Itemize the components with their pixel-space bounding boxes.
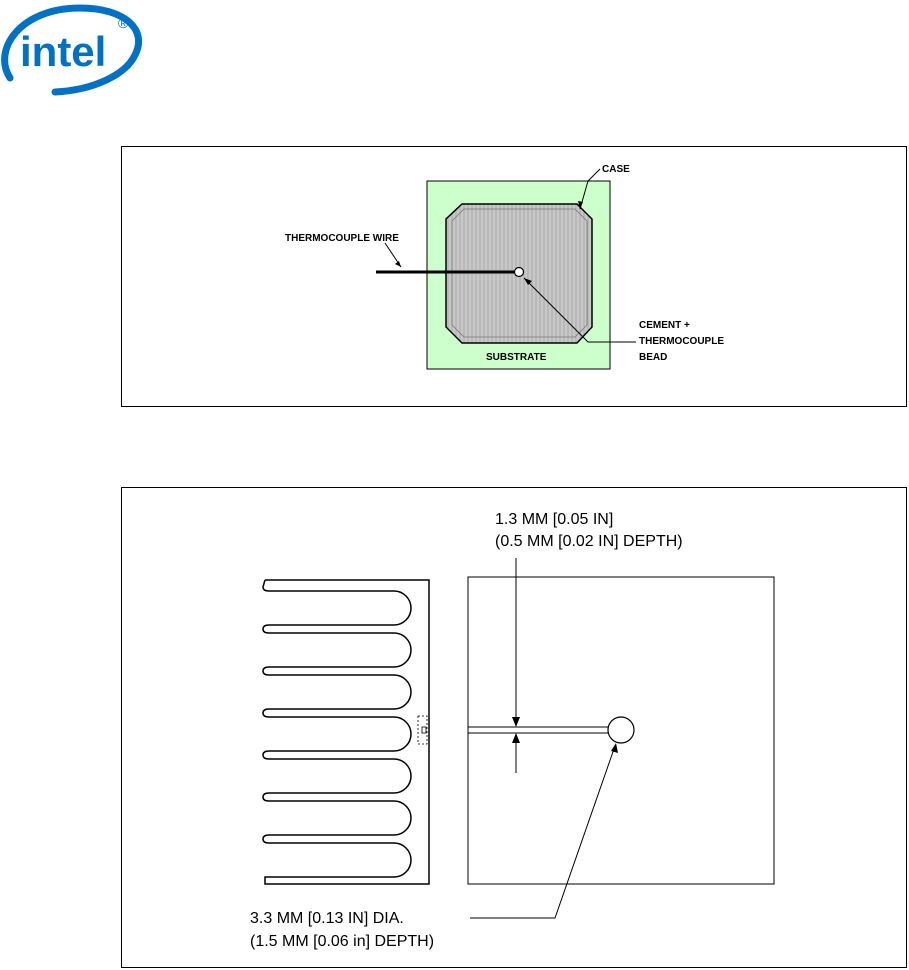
- hole-dimension-line2: (1.5 MM [0.06 in] DEPTH): [250, 933, 434, 950]
- cement-label-line1: CEMENT +: [639, 320, 690, 331]
- case-inner-outline: [451, 208, 588, 338]
- cement-label-line2: THERMOCOUPLE: [639, 336, 724, 347]
- intel-logo: intel ®: [1, 4, 143, 96]
- groove: [467, 726, 609, 734]
- thermocouple-wire-label: THERMOCOUPLE WIRE: [285, 233, 399, 244]
- hole-leader: [470, 745, 616, 919]
- case-label: CASE: [602, 164, 630, 175]
- substrate-label: SUBSTRATE: [486, 352, 547, 363]
- groove-dimension-line2: (0.5 MM [0.02 IN] DEPTH): [495, 533, 683, 550]
- cement-label-line3: BEAD: [639, 352, 667, 363]
- heatsink-groove-figure: 1.3 MM [0.05 IN] (0.5 MM [0.02 IN] DEPTH…: [121, 487, 907, 968]
- heatsink-fins-outline: [262, 579, 430, 885]
- cement-leader: [523, 277, 636, 343]
- groove-indicator-dashed: [417, 715, 428, 745]
- hole-dimension-line1: 3.3 MM [0.13 IN] DIA.: [250, 910, 404, 927]
- thermocouple-bead: [513, 266, 525, 278]
- groove-dimension-line1: 1.3 MM [0.05 IN]: [495, 511, 613, 528]
- thermocouple-hole: [607, 716, 635, 744]
- case-leader: [579, 168, 601, 210]
- thermocouple-case-figure: CASE THERMOCOUPLE WIRE CEMENT + THERMOCO…: [121, 146, 907, 407]
- registered-mark: ®: [118, 15, 129, 31]
- intel-logo-text: intel: [20, 28, 106, 75]
